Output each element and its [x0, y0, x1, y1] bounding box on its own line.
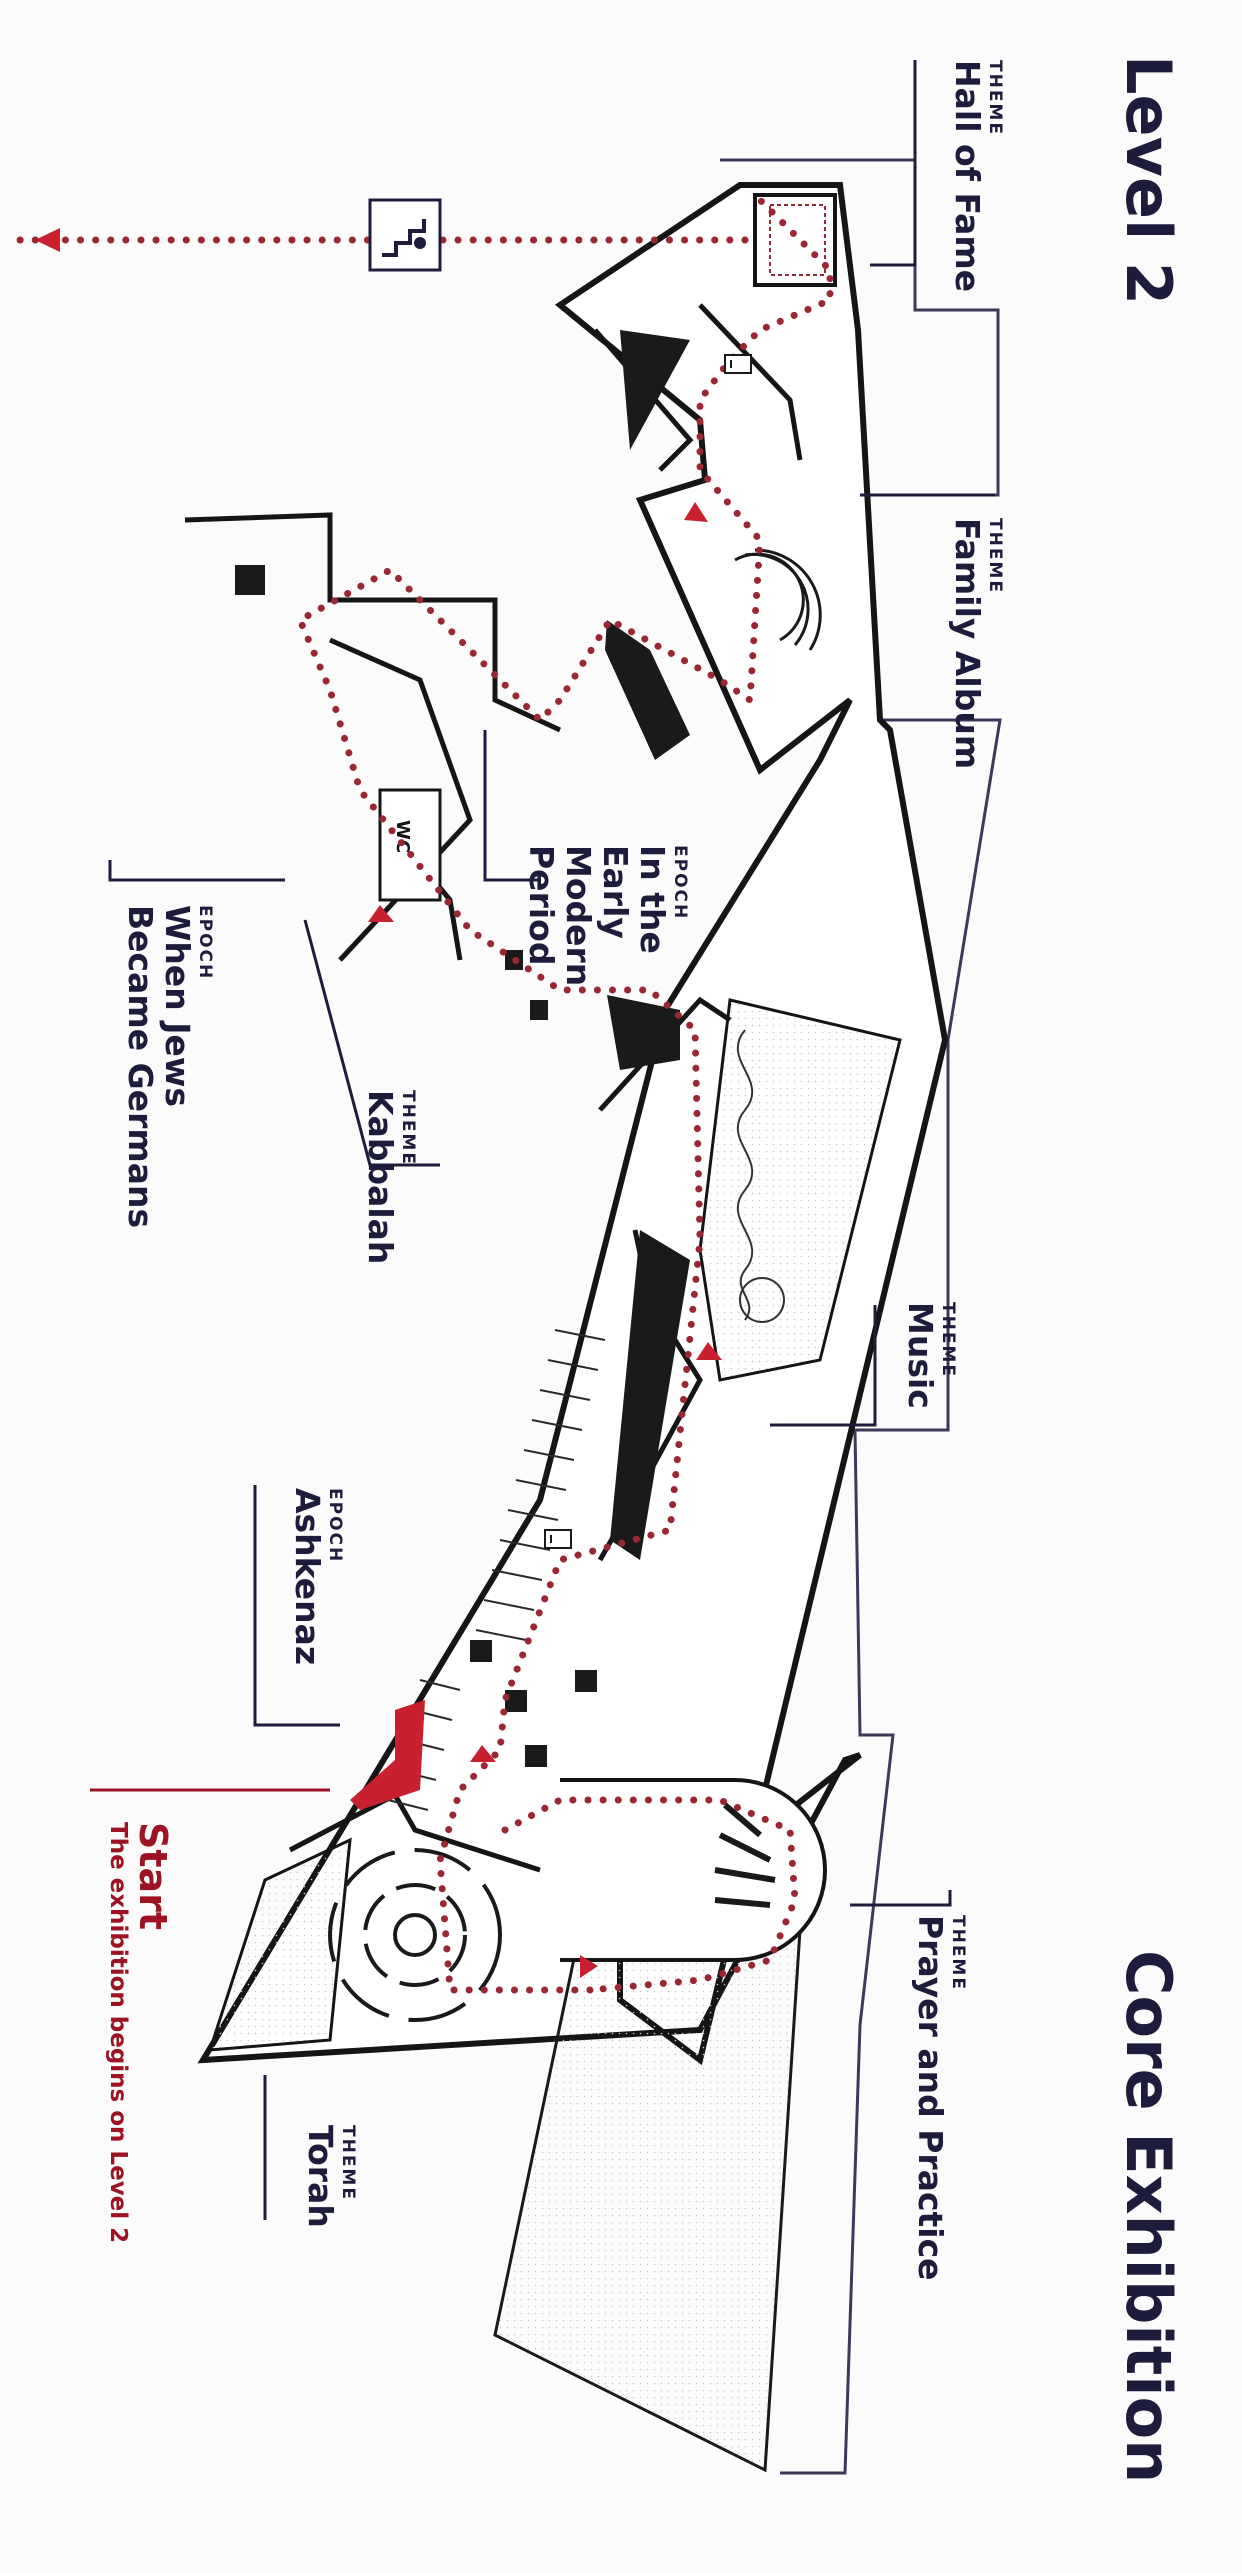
- staircase-icon: [368, 198, 442, 272]
- visitor-route-prayer-loop: [501, 1796, 799, 1994]
- display-case: [607, 995, 680, 1070]
- label-kicker: EPOCH: [670, 845, 690, 921]
- music-zone: [698, 998, 902, 1382]
- label-family-album: THEME Family Album: [948, 518, 1005, 769]
- display-case: [610, 1230, 690, 1560]
- music-circle: [739, 1277, 785, 1323]
- wc-room: [378, 788, 442, 902]
- start-accent: [350, 1700, 425, 1810]
- label-kicker: THEME: [948, 1915, 968, 1991]
- label-prayer-practice: THEME Prayer and Practice: [911, 1915, 968, 2281]
- label-line: Became Germans: [121, 905, 161, 1229]
- torah-zone: [207, 1837, 352, 2052]
- inner-wall: [698, 303, 803, 461]
- start-subtitle: The exhibition begins on Level 2: [105, 1822, 131, 2244]
- prayer-benches: [714, 1802, 776, 1908]
- label-music: THEME Music: [901, 1302, 958, 1409]
- display-case: [575, 1670, 597, 1692]
- inner-wall: [288, 1791, 541, 1873]
- label-early-modern: EPOCH In the Early Modern Period: [522, 845, 690, 986]
- route-arrow: [368, 905, 394, 922]
- label-kicker: THEME: [338, 2125, 358, 2201]
- page-title: Core Exhibition: [1112, 1950, 1185, 2484]
- hall-of-fame-room: [753, 193, 837, 287]
- label-kicker: EPOCH: [195, 905, 215, 981]
- label-name: Music: [901, 1302, 940, 1409]
- outer-outline: [720, 158, 1002, 2475]
- striped-wall: [387, 1329, 606, 1811]
- label-when-jews: EPOCH When Jews Became Germans: [121, 905, 215, 1228]
- label-brackets: [108, 60, 995, 2220]
- label-kicker: THEME: [985, 518, 1005, 594]
- label-kicker: THEME: [985, 60, 1005, 136]
- label-kicker: THEME: [398, 1090, 418, 1166]
- info-screen-icon: [724, 354, 752, 374]
- display-case: [620, 330, 690, 450]
- inner-wall: [184, 512, 562, 733]
- label-line: Period: [522, 845, 562, 966]
- start-title: Start: [131, 1822, 175, 1931]
- route-arrow: [580, 1955, 598, 1978]
- start-label: Start The exhibition begins on Level 2: [105, 1822, 175, 2243]
- inner-wall: [598, 996, 732, 1112]
- prayer-room: [560, 1778, 827, 1962]
- label-line: Early: [596, 845, 636, 939]
- label-hall-of-fame: THEME Hall of Fame: [948, 60, 1005, 292]
- route-arrow: [470, 1745, 496, 1762]
- label-line: In the: [633, 845, 672, 954]
- torah-rings: [328, 1848, 502, 2022]
- route-arrow: [696, 1342, 722, 1360]
- label-torah: THEME Torah: [301, 2125, 358, 2228]
- label-ashkenaz: EPOCH Ashkenaz: [288, 1488, 345, 1665]
- label-name: Torah: [301, 2125, 340, 2228]
- label-line: Modern: [559, 845, 599, 987]
- label-name: Prayer and Practice: [911, 1915, 950, 2281]
- display-case: [235, 565, 265, 595]
- wc-label: WC: [392, 820, 413, 853]
- display-case: [470, 1640, 492, 1662]
- label-name: Ashkenaz: [288, 1488, 327, 1666]
- route-arrow: [684, 502, 708, 522]
- display-case: [505, 1690, 527, 1712]
- family-album-seats: [734, 548, 822, 651]
- label-kicker: THEME: [938, 1302, 958, 1378]
- display-case: [530, 1000, 548, 1020]
- label-kabbalah: THEME Kabbalah: [361, 1090, 418, 1264]
- label-kicker: EPOCH: [325, 1488, 345, 1564]
- display-case: [525, 1745, 547, 1767]
- label-line: When Jews: [158, 905, 197, 1108]
- route-arrow: [35, 228, 60, 252]
- music-wave: [736, 1029, 754, 1321]
- label-name: Family Album: [948, 518, 987, 770]
- level-title: Level 2: [1112, 55, 1185, 305]
- label-name: Kabbalah: [361, 1090, 400, 1265]
- display-case: [605, 620, 690, 760]
- label-name: Hall of Fame: [948, 60, 987, 293]
- info-screen-icon: [544, 1529, 572, 1549]
